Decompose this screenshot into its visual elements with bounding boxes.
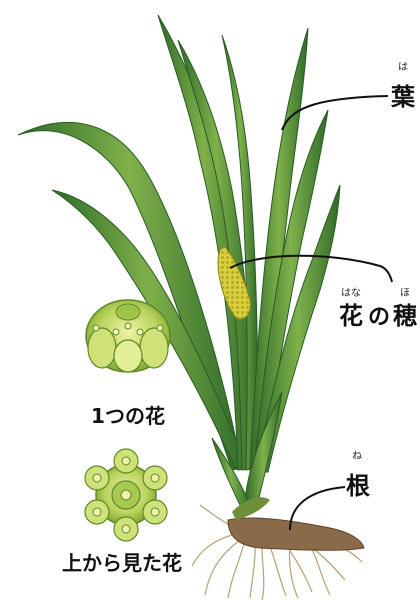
leaves: [18, 15, 340, 505]
spike-label-ka: 花: [339, 302, 363, 330]
leaf-label: 葉: [390, 83, 416, 111]
spike-label-no: の: [368, 305, 390, 330]
leaf-label-ruby: は: [398, 61, 408, 73]
top-view-flower-illustration: [85, 449, 167, 541]
root-label-ruby: ね: [352, 450, 362, 462]
rhizome: [228, 497, 364, 550]
spike-ruby-ho: ほ: [400, 287, 410, 299]
root-label: 根: [346, 472, 370, 500]
single-flower-illustration: [86, 300, 170, 372]
top-view-caption: 上から見た花: [62, 551, 182, 575]
single-flower-caption: 1つの花: [91, 404, 165, 428]
spike-ruby-hana: はな: [341, 287, 361, 299]
spike-label-ho: 穂: [393, 302, 417, 330]
